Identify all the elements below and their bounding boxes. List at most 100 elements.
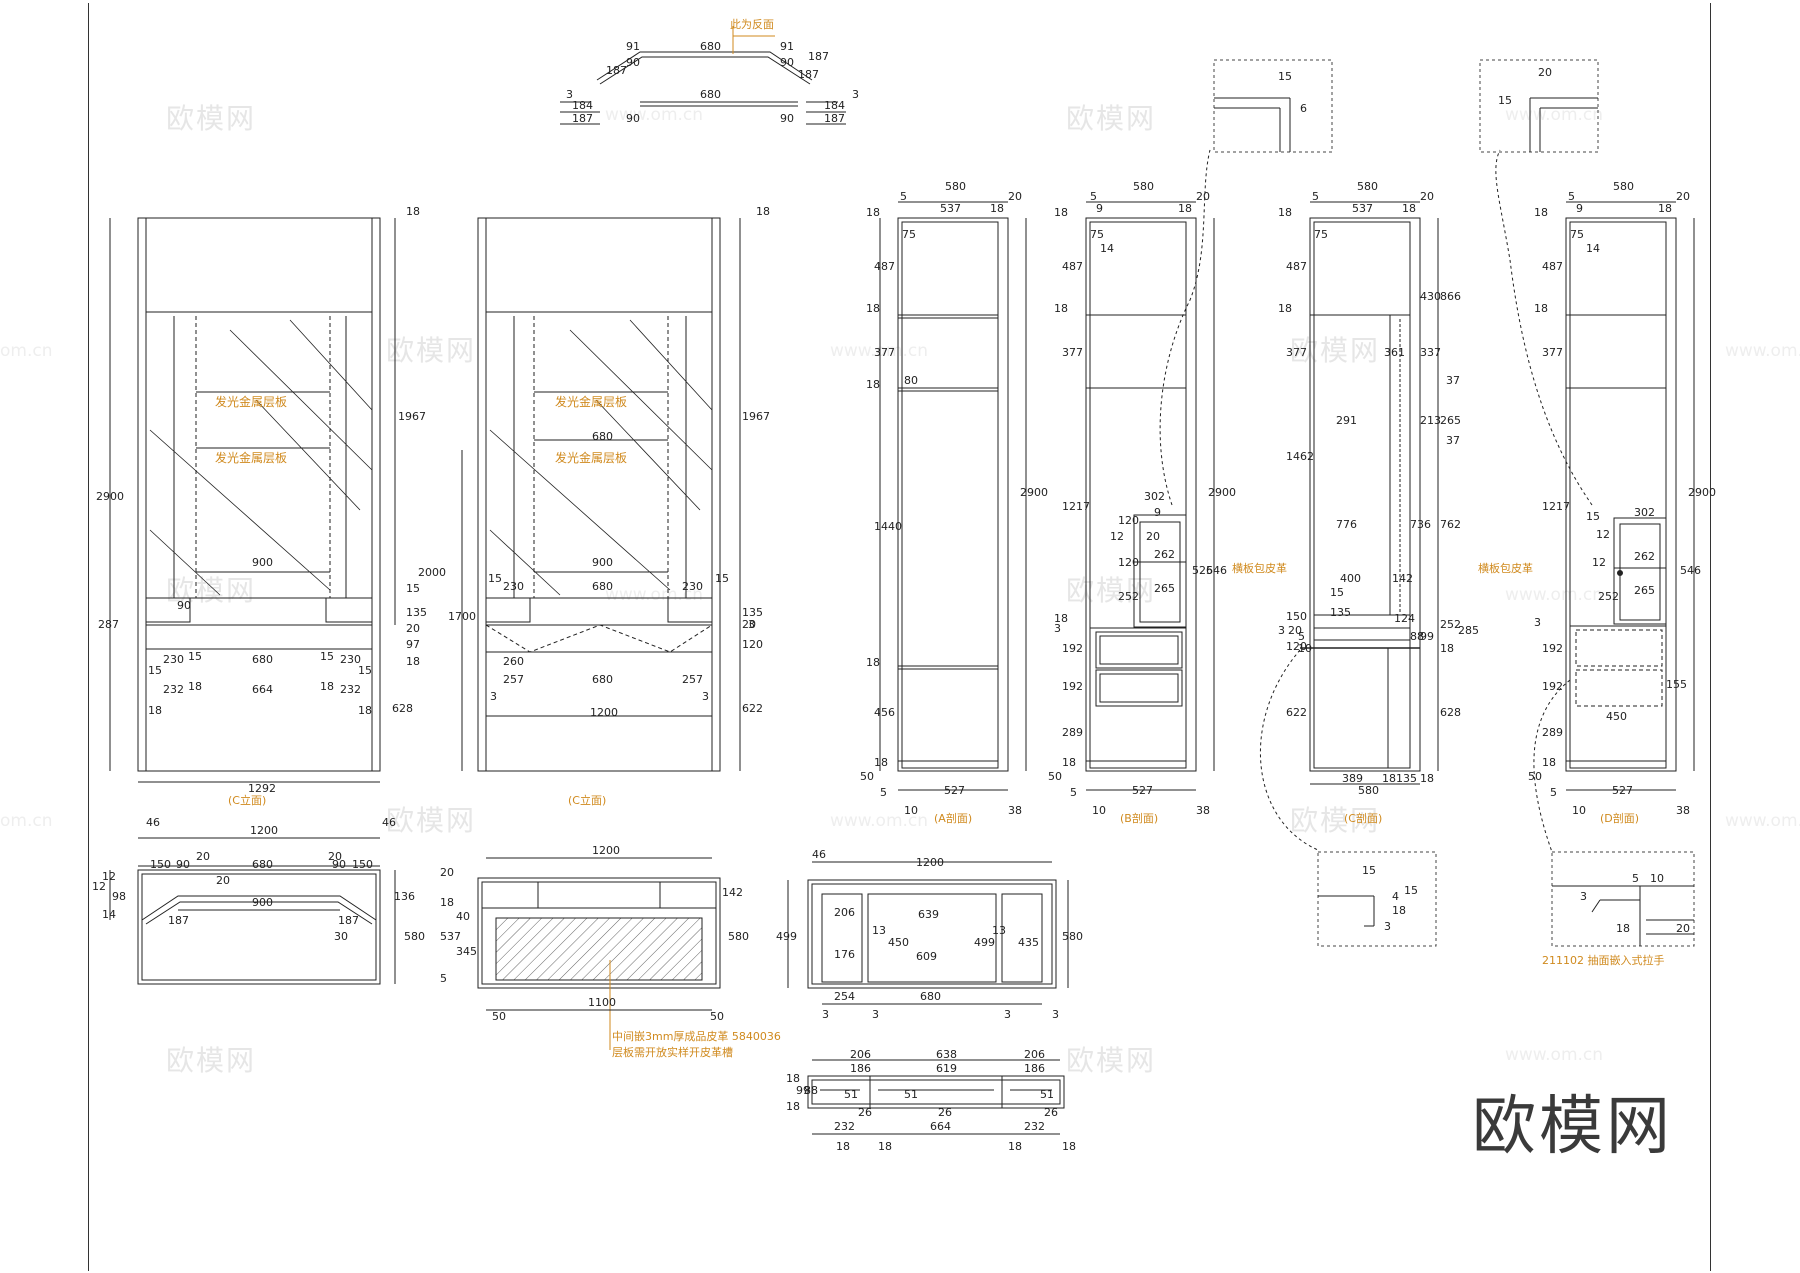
svg-text:609: 609 bbox=[916, 950, 937, 963]
watermark-layer: 欧模网 欧模网 欧模网 欧模网 欧模网 欧模网 欧模网 欧模网 欧模网 欧模网 … bbox=[0, 102, 1800, 1077]
svg-text:18: 18 bbox=[1054, 302, 1068, 315]
svg-text:30: 30 bbox=[334, 930, 348, 943]
svg-text:6: 6 bbox=[1300, 102, 1307, 115]
svg-text:18: 18 bbox=[1178, 202, 1192, 215]
watermark-url: www.om.cn bbox=[830, 341, 928, 361]
svg-text:97: 97 bbox=[406, 638, 420, 651]
svg-text:40: 40 bbox=[456, 910, 470, 923]
svg-text:487: 487 bbox=[1062, 260, 1083, 273]
svg-text:18: 18 bbox=[1278, 302, 1292, 315]
svg-text:18: 18 bbox=[1616, 922, 1630, 935]
watermark-url: www.om.cn bbox=[830, 811, 928, 831]
svg-text:187: 187 bbox=[338, 914, 359, 927]
svg-text:142: 142 bbox=[1392, 572, 1413, 585]
top-plan-view bbox=[560, 26, 846, 125]
svg-text:18: 18 bbox=[1534, 302, 1548, 315]
section-b-note: 横板包皮革 bbox=[1232, 561, 1287, 575]
svg-text:18: 18 bbox=[406, 655, 420, 668]
svg-text:487: 487 bbox=[1286, 260, 1307, 273]
svg-text:38: 38 bbox=[1008, 804, 1022, 817]
elevation-1-labels: 发光金属层板 发光金属层板 (C立面) 1292 900 90 287 230 … bbox=[96, 205, 446, 807]
svg-text:37: 37 bbox=[1446, 374, 1460, 387]
svg-text:230: 230 bbox=[503, 580, 524, 593]
svg-text:1200: 1200 bbox=[592, 844, 620, 857]
svg-text:15: 15 bbox=[148, 664, 162, 677]
svg-text:257: 257 bbox=[682, 673, 703, 686]
svg-text:5: 5 bbox=[1312, 190, 1319, 203]
watermark: 欧模网 bbox=[166, 1044, 256, 1077]
svg-text:136: 136 bbox=[394, 890, 415, 903]
watermark-url: www.om.cn bbox=[1505, 1045, 1603, 1065]
plan-view-2-labels: 1200 20 142 18 40 537 580 345 5 1100 50 … bbox=[440, 844, 781, 1059]
svg-text:232: 232 bbox=[340, 683, 361, 696]
svg-text:866: 866 bbox=[1440, 290, 1461, 303]
svg-text:580: 580 bbox=[1358, 784, 1379, 797]
svg-text:580: 580 bbox=[945, 180, 966, 193]
svg-text:15: 15 bbox=[1586, 510, 1600, 523]
svg-text:680: 680 bbox=[592, 580, 613, 593]
elevation-2 bbox=[461, 217, 741, 772]
svg-text:265: 265 bbox=[1634, 584, 1655, 597]
svg-text:20: 20 bbox=[406, 622, 420, 635]
section-c-labels: (C剖面) 580 5 537 18 20 18 75 487 430 866 … bbox=[1278, 180, 1479, 825]
svg-text:3: 3 bbox=[822, 1008, 829, 1021]
svg-text:20: 20 bbox=[1676, 190, 1690, 203]
svg-text:184: 184 bbox=[572, 99, 593, 112]
svg-text:213: 213 bbox=[1420, 414, 1441, 427]
svg-text:3: 3 bbox=[1054, 622, 1061, 635]
svg-text:2900: 2900 bbox=[1688, 486, 1716, 499]
svg-text:99: 99 bbox=[1420, 630, 1434, 643]
section-c-caption: (C剖面) bbox=[1344, 811, 1382, 825]
svg-text:1200: 1200 bbox=[250, 824, 278, 837]
svg-text:18: 18 bbox=[878, 1140, 892, 1153]
svg-text:20: 20 bbox=[1288, 624, 1302, 637]
svg-text:18: 18 bbox=[866, 378, 880, 391]
watermark: 欧模网 bbox=[386, 334, 476, 367]
svg-text:18: 18 bbox=[320, 680, 334, 693]
svg-text:18: 18 bbox=[358, 704, 372, 717]
svg-text:18: 18 bbox=[866, 206, 880, 219]
svg-text:20: 20 bbox=[196, 850, 210, 863]
detail-boxes bbox=[1213, 59, 1695, 947]
shelf-label: 发光金属层板 bbox=[555, 394, 627, 409]
svg-text:206: 206 bbox=[850, 1048, 871, 1061]
svg-text:5: 5 bbox=[1568, 190, 1575, 203]
svg-text:120: 120 bbox=[1286, 640, 1307, 653]
drawing-frame bbox=[88, 3, 1711, 1271]
top-plan-note: 此为反面 bbox=[730, 18, 774, 31]
svg-text:5: 5 bbox=[1090, 190, 1097, 203]
svg-text:377: 377 bbox=[1286, 346, 1307, 359]
svg-text:527: 527 bbox=[1612, 784, 1633, 797]
svg-text:15: 15 bbox=[406, 582, 420, 595]
svg-text:680: 680 bbox=[592, 673, 613, 686]
section-c bbox=[1260, 201, 1439, 851]
svg-text:46: 46 bbox=[146, 816, 160, 829]
svg-text:762: 762 bbox=[1440, 518, 1461, 531]
elevation-2-caption: (C立面) bbox=[568, 793, 606, 807]
svg-text:12: 12 bbox=[1596, 528, 1610, 541]
svg-text:499: 499 bbox=[974, 936, 995, 949]
svg-text:5: 5 bbox=[1632, 872, 1639, 885]
svg-text:18: 18 bbox=[866, 302, 880, 315]
svg-text:232: 232 bbox=[163, 683, 184, 696]
svg-text:176: 176 bbox=[834, 948, 855, 961]
svg-text:257: 257 bbox=[503, 673, 524, 686]
svg-text:232: 232 bbox=[834, 1120, 855, 1133]
svg-text:18: 18 bbox=[866, 656, 880, 669]
svg-text:302: 302 bbox=[1144, 490, 1165, 503]
svg-text:527: 527 bbox=[944, 784, 965, 797]
svg-text:135: 135 bbox=[1396, 772, 1417, 785]
svg-text:90: 90 bbox=[780, 112, 794, 125]
svg-text:14: 14 bbox=[1100, 242, 1114, 255]
svg-text:186: 186 bbox=[850, 1062, 871, 1075]
svg-text:50: 50 bbox=[710, 1010, 724, 1023]
svg-text:15: 15 bbox=[358, 664, 372, 677]
svg-text:75: 75 bbox=[1314, 228, 1328, 241]
svg-text:262: 262 bbox=[1634, 550, 1655, 563]
svg-text:639: 639 bbox=[918, 908, 939, 921]
svg-text:3: 3 bbox=[566, 88, 573, 101]
svg-text:3: 3 bbox=[1580, 890, 1587, 903]
svg-text:3: 3 bbox=[872, 1008, 879, 1021]
svg-text:192: 192 bbox=[1062, 680, 1083, 693]
